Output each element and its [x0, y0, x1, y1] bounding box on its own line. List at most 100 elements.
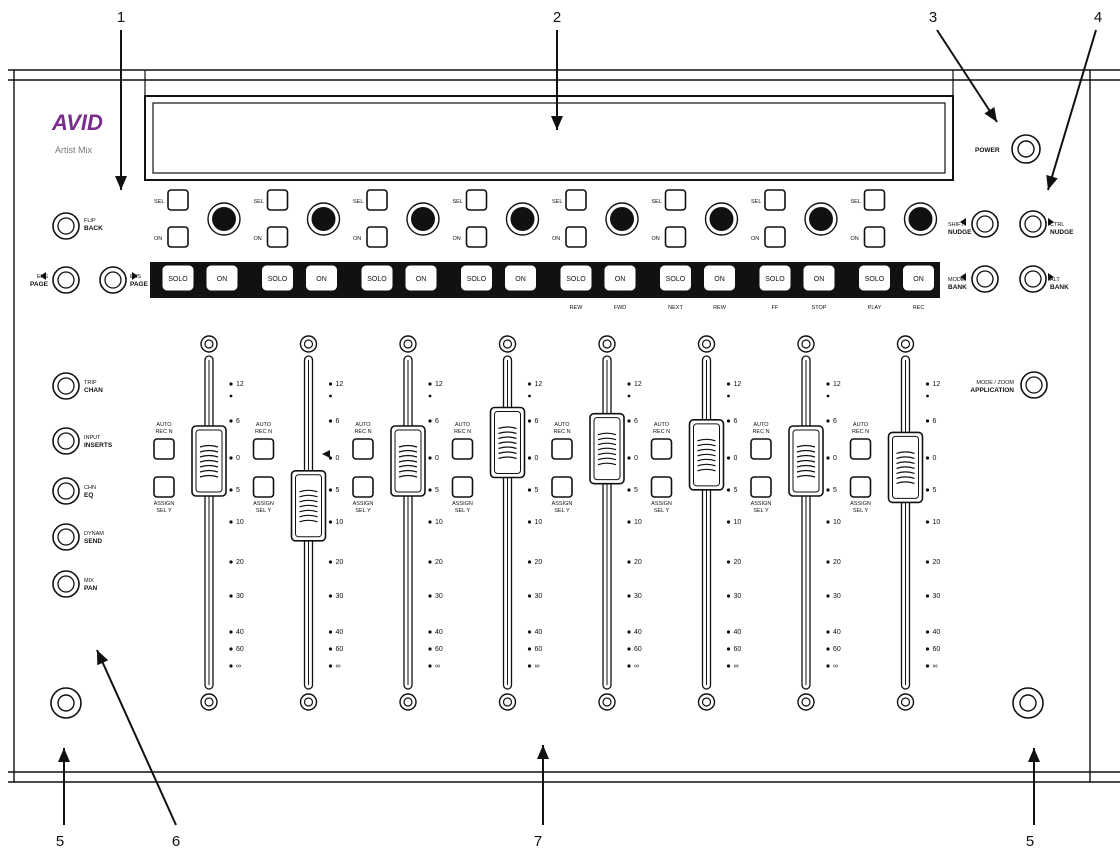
- power-label: POWER: [975, 147, 1000, 154]
- on-button[interactable]: [664, 226, 687, 248]
- encoder-knob[interactable]: [212, 207, 236, 231]
- left-column-button-3[interactable]: [52, 477, 80, 505]
- on-button[interactable]: [366, 226, 388, 248]
- solo-button[interactable]: [660, 265, 691, 291]
- auto-rec-button[interactable]: [451, 438, 474, 460]
- sel-button[interactable]: [266, 189, 289, 211]
- fader-bottom-screw-inner: [502, 697, 513, 707]
- scale-dot: [229, 456, 233, 460]
- sel-button[interactable]: [366, 189, 388, 211]
- fader-cap[interactable]: [390, 425, 426, 497]
- on-button[interactable]: [266, 226, 289, 248]
- encoder-knob[interactable]: [908, 207, 933, 231]
- encoder-knob[interactable]: [311, 207, 336, 231]
- auto-rec-button[interactable]: [750, 438, 772, 460]
- scale-label: 5: [734, 487, 738, 494]
- left-column-button-1[interactable]: [52, 372, 80, 400]
- flip-back-button[interactable]: [52, 212, 80, 240]
- solo-button[interactable]: [262, 265, 293, 291]
- mute-on-button[interactable]: [405, 265, 437, 291]
- transport-label-3: NEXT: [668, 305, 683, 311]
- sel-button[interactable]: [565, 189, 587, 211]
- scale-label: 12: [336, 381, 344, 388]
- encoder-knob[interactable]: [411, 207, 435, 231]
- auto-rec-button[interactable]: [551, 438, 573, 460]
- on-button[interactable]: [167, 226, 189, 248]
- scale-dot: [627, 630, 631, 634]
- mute-on-button[interactable]: [306, 265, 337, 291]
- on-button[interactable]: [764, 226, 786, 248]
- encoder-knob[interactable]: [510, 207, 535, 231]
- encoder-knob[interactable]: [610, 207, 634, 231]
- fader-bottom-screw-inner: [204, 697, 214, 707]
- left-column-button-5[interactable]: [52, 570, 80, 598]
- encoder-knob[interactable]: [709, 207, 734, 231]
- bank-right-button[interactable]: [1019, 265, 1047, 293]
- fader-cap[interactable]: [589, 412, 625, 485]
- page-right-button[interactable]: [99, 266, 127, 294]
- solo-button[interactable]: [361, 265, 393, 291]
- left-column-3-secondary-label: CHN: [84, 485, 96, 491]
- sel-button[interactable]: [664, 189, 687, 211]
- on-button[interactable]: [863, 226, 886, 248]
- left-column-button-4[interactable]: [52, 523, 80, 551]
- scale-dot: [627, 382, 631, 386]
- scale-label: 12: [734, 381, 742, 388]
- transport-label-2: FWD: [614, 305, 627, 311]
- fader-cap[interactable]: [788, 425, 824, 497]
- assign-sel-button[interactable]: [650, 476, 673, 498]
- solo-button[interactable]: [162, 265, 194, 291]
- auto-rec-button[interactable]: [650, 438, 673, 460]
- page-left-button[interactable]: [52, 266, 80, 294]
- on-button[interactable]: [565, 226, 587, 248]
- auto-rec-button[interactable]: [849, 438, 872, 460]
- bank-right-label: BANK: [1050, 284, 1069, 291]
- bank-left-button[interactable]: [971, 265, 999, 293]
- power-button[interactable]: POWER: [975, 134, 1041, 164]
- sel-button[interactable]: [764, 189, 786, 211]
- solo-button[interactable]: [859, 265, 890, 291]
- sel-button[interactable]: [465, 189, 488, 211]
- fader-cap[interactable]: [290, 469, 327, 542]
- nudge-left-button[interactable]: [971, 210, 999, 238]
- assign-sel-button[interactable]: [750, 476, 772, 498]
- fader-cap[interactable]: [489, 406, 526, 479]
- encoder-knob[interactable]: [809, 207, 833, 231]
- solo-button[interactable]: [461, 265, 492, 291]
- mute-on-button[interactable]: [903, 265, 934, 291]
- scale-label: 6: [833, 418, 837, 425]
- transport-label-7: PLAY: [868, 305, 882, 311]
- mute-on-button[interactable]: [803, 265, 835, 291]
- auto-rec-button[interactable]: [352, 438, 374, 460]
- auto-rec-button[interactable]: [252, 438, 275, 460]
- fader-cap[interactable]: [887, 431, 924, 504]
- fader-cap[interactable]: [191, 425, 227, 497]
- left-column-button-2[interactable]: [52, 427, 80, 455]
- sel-button[interactable]: [167, 189, 189, 211]
- scale-label: 40: [535, 629, 543, 636]
- scale-dot: [627, 456, 631, 460]
- fader-cap[interactable]: [688, 419, 725, 491]
- assign-sel-button[interactable]: [451, 476, 474, 498]
- scale-dot: [428, 456, 432, 460]
- mute-on-button[interactable]: [206, 265, 238, 291]
- auto-rec-button[interactable]: [153, 438, 175, 460]
- mute-on-button[interactable]: [505, 265, 536, 291]
- on-button[interactable]: [465, 226, 488, 248]
- assign-sel-button[interactable]: [352, 476, 374, 498]
- nudge-right-button[interactable]: [1019, 210, 1047, 238]
- mute-on-button[interactable]: [604, 265, 636, 291]
- solo-button[interactable]: [759, 265, 791, 291]
- solo-button[interactable]: [560, 265, 592, 291]
- mute-on-button[interactable]: [704, 265, 735, 291]
- assign-sel-button[interactable]: [252, 476, 275, 498]
- sel-button[interactable]: [863, 189, 886, 211]
- scale-dot: [826, 560, 830, 564]
- assign-sel-button[interactable]: [849, 476, 872, 498]
- assign-sel-button[interactable]: [153, 476, 175, 498]
- assign-sel-button[interactable]: [551, 476, 573, 498]
- on-label: ON: [154, 236, 162, 242]
